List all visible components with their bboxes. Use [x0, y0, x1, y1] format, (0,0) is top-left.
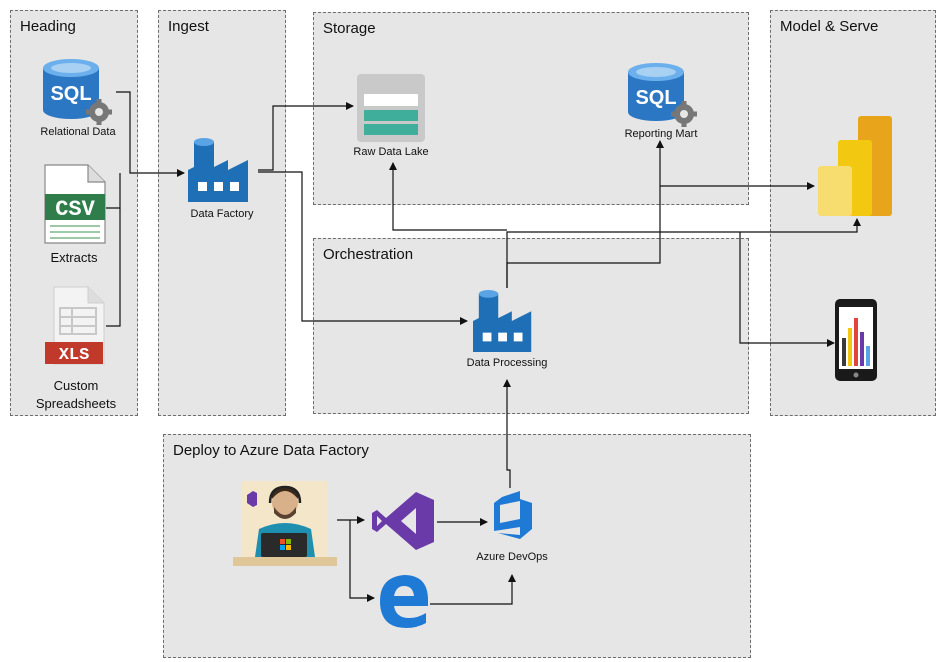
- power-bi-icon: [818, 116, 892, 216]
- relational-data-label: Relational Data: [40, 126, 116, 138]
- extracts-label: Extracts: [50, 250, 98, 265]
- sql-badge: SQL: [50, 83, 91, 105]
- xls-badge: XLS: [59, 346, 90, 365]
- deploy-title: Deploy to Azure Data Factory: [173, 442, 369, 459]
- connector-devops-to-processing: [503, 379, 511, 488]
- csv-badge: CSV: [55, 197, 95, 222]
- connector-processing-to-lake: [389, 162, 507, 231]
- model-serve-title: Model & Serve: [780, 18, 879, 35]
- reporting-mart-sql-icon: SQL: [628, 63, 697, 127]
- connector-factory-to-lake: [258, 102, 354, 171]
- reporting-mart-label: Reporting Mart: [624, 128, 698, 140]
- edge-browser-icon: [380, 575, 428, 628]
- azure-devops-label: Azure DevOps: [476, 551, 548, 563]
- heading-title: Heading: [20, 18, 76, 35]
- data-lake-icon: [357, 74, 425, 142]
- visual-studio-icon: [372, 492, 434, 550]
- mobile-report-icon: [835, 299, 877, 381]
- connector-to-mobile: [739, 232, 835, 347]
- data-factory-icon: [188, 138, 248, 202]
- orchestration-title: Orchestration: [323, 246, 414, 263]
- connector-relational-to-factory: [116, 91, 185, 177]
- data-processing-icon: [473, 289, 532, 353]
- data-factory-label: Data Factory: [190, 208, 254, 220]
- raw-data-lake-label: Raw Data Lake: [353, 146, 429, 158]
- connector-edge-to-devops: [430, 574, 516, 605]
- spreadsheets-label-line2: Spreadsheets: [35, 396, 117, 411]
- connector-processing-to-powerbi: [506, 218, 861, 288]
- connector-dev-to-edge: [349, 520, 375, 602]
- reporting-mart-badge: SQL: [635, 87, 676, 109]
- connector-processing-to-mart: [506, 140, 664, 288]
- csv-file-icon: CSV: [44, 164, 106, 244]
- spreadsheets-label-line1: Custom: [53, 378, 99, 393]
- developer-avatar-icon: [233, 481, 337, 566]
- ingest-title: Ingest: [168, 18, 209, 35]
- storage-title: Storage: [323, 20, 376, 37]
- azure-devops-icon: [494, 491, 532, 539]
- ingest-panel: Ingest: [158, 10, 286, 416]
- connector-spreadsheets-to-factory: [106, 208, 121, 327]
- data-processing-label: Data Processing: [466, 357, 548, 369]
- connector-extracts-to-factory: [106, 173, 121, 209]
- connector-factory-to-processing: [258, 171, 468, 325]
- xls-file-icon: XLS: [45, 286, 105, 365]
- sql-database-icon: SQL: [43, 59, 112, 125]
